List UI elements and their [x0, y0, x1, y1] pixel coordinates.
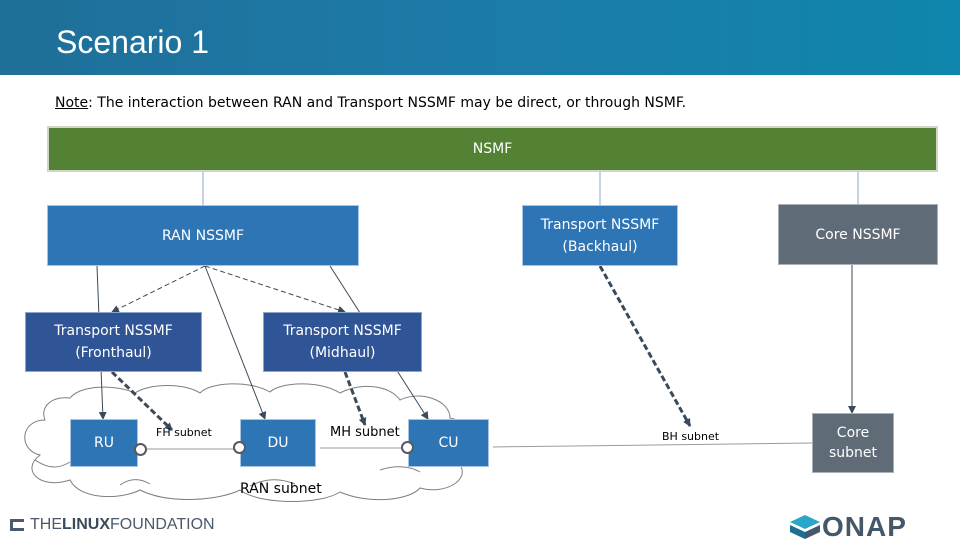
- core-subnet-box: Core subnet: [812, 413, 894, 473]
- linux-foundation-prefix: THE: [30, 516, 62, 533]
- nssmf-label: NSMF: [472, 141, 513, 157]
- nssmf-box: NSMF: [47, 126, 938, 172]
- core-nssmf-box: Core NSSMF: [778, 204, 938, 265]
- port-cu: [401, 441, 414, 454]
- ru-label: RU: [94, 435, 114, 451]
- ran-nssmf-label: RAN NSSMF: [161, 227, 245, 244]
- transport-fronthaul-box: Transport NSSMF (Fronthaul): [25, 312, 202, 372]
- core-nssmf-label: Core NSSMF: [815, 226, 901, 243]
- linux-foundation-suffix: FOUNDATION: [110, 516, 215, 533]
- du-label: DU: [267, 435, 289, 451]
- linux-foundation-icon: [10, 519, 24, 531]
- transport-backhaul-subtitle: (Backhaul): [562, 238, 638, 255]
- onap-logo-icon: [790, 515, 820, 539]
- core-subnet-title: Core: [836, 425, 870, 441]
- core-subnet-subtitle: subnet: [828, 445, 878, 461]
- header-bar: Scenario 1: [0, 0, 960, 75]
- arrow-backhaul-bh: [598, 265, 692, 427]
- mh-subnet-label: MH subnet: [330, 425, 400, 440]
- bh-subnet-label: BH subnet: [662, 430, 720, 443]
- linux-foundation-bold: LINUX: [62, 516, 110, 533]
- transport-fronthaul-title: Transport NSSMF: [54, 323, 173, 339]
- transport-backhaul-box: Transport NSSMF (Backhaul): [522, 205, 678, 266]
- arrow-ran-fronthaul: [111, 265, 206, 313]
- cu-box: CU: [408, 419, 489, 467]
- port-du: [233, 441, 246, 454]
- transport-backhaul-title: Transport NSSMF: [540, 216, 660, 233]
- link-cu-core: [492, 442, 813, 448]
- transport-midhaul-subtitle: (Midhaul): [309, 345, 376, 361]
- fh-subnet-label: FH subnet: [156, 426, 212, 439]
- cu-label: CU: [438, 435, 459, 451]
- arrow-ran-du: [204, 265, 267, 420]
- arrow-midhaul-mh: [343, 371, 367, 426]
- arrow-ran-midhaul: [204, 265, 346, 314]
- ru-box: RU: [70, 419, 138, 467]
- transport-midhaul-box: Transport NSSMF (Midhaul): [263, 312, 422, 372]
- ran-subnet-label: RAN subnet: [240, 481, 322, 497]
- arrow-fronthaul-fh: [110, 370, 174, 432]
- page-title: Scenario 1: [56, 24, 209, 60]
- port-ru: [134, 443, 147, 456]
- transport-fronthaul-subtitle: (Fronthaul): [75, 345, 152, 361]
- note-body: : The interaction between RAN and Transp…: [88, 95, 687, 111]
- onap-logo: ONAP: [788, 511, 907, 543]
- note-text: Note: The interaction between RAN and Tr…: [55, 95, 686, 111]
- note-label: Note: [55, 95, 89, 111]
- transport-midhaul-title: Transport NSSMF: [283, 323, 402, 339]
- ran-nssmf-box: RAN NSSMF: [47, 205, 359, 266]
- onap-wordmark: ONAP: [822, 511, 907, 542]
- du-box: DU: [240, 419, 316, 467]
